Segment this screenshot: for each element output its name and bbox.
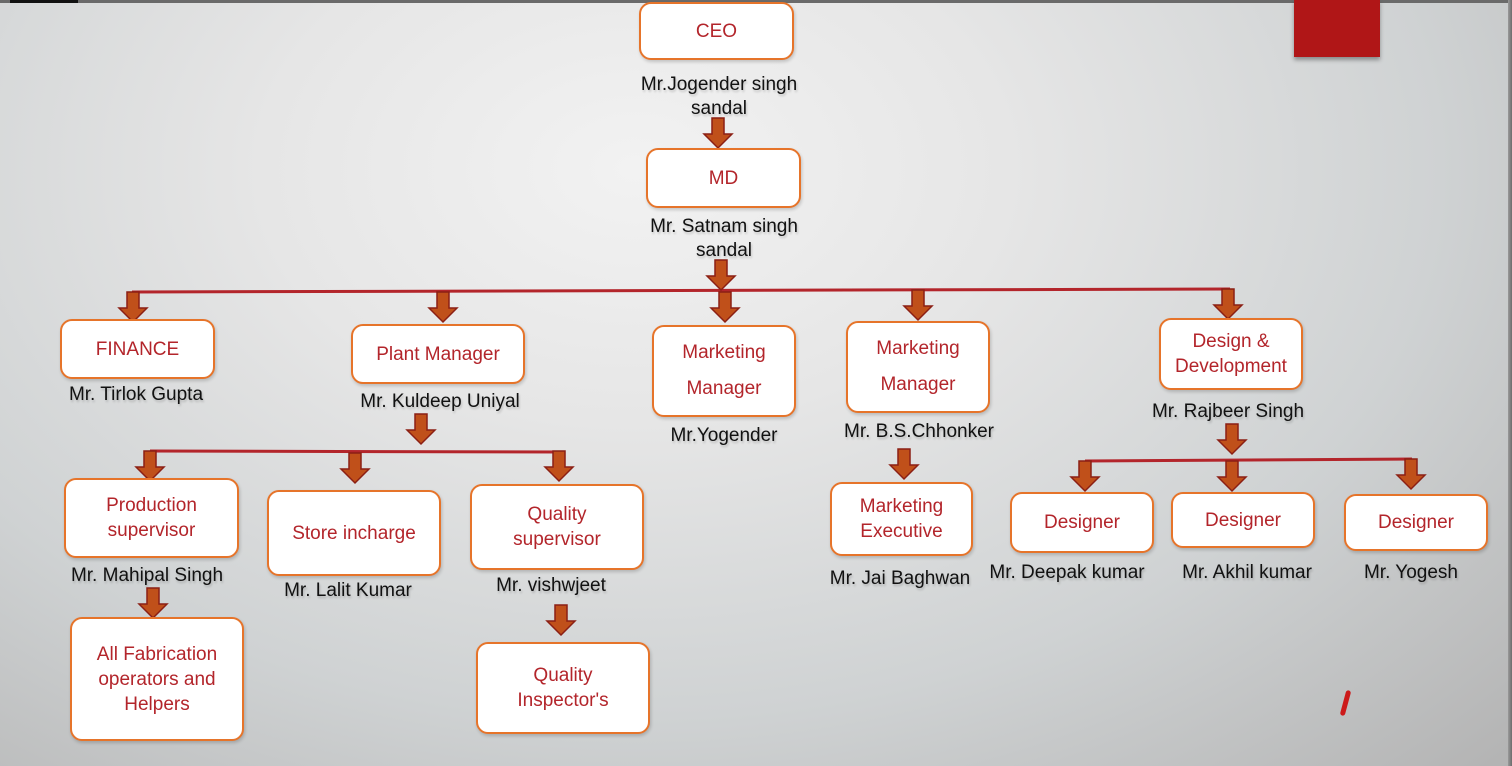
arrow-to-plant-manager-icon <box>427 291 459 324</box>
box-title: All Fabrication operators and Helpers <box>96 643 218 715</box>
org-box-ceo[interactable]: CEO <box>639 2 794 60</box>
slide-corner-tab <box>10 0 78 3</box>
org-box-finance[interactable]: FINANCE <box>60 319 215 379</box>
box-title: CEO <box>695 20 738 42</box>
box-title: Quality Inspector's <box>517 665 609 711</box>
arrow-to-fabrication-operators-icon <box>137 587 169 620</box>
org-box-design-development[interactable]: Design & Development <box>1159 318 1303 390</box>
org-box-designer-3[interactable]: Designer <box>1344 494 1488 551</box>
box-title: MD <box>708 167 739 189</box>
connector-line-departments <box>131 287 1231 294</box>
org-box-production-supervisor[interactable]: Production supervisor <box>64 478 239 558</box>
person-name-finance: Mr. Tirlok Gupta <box>68 384 204 405</box>
box-title: Marketing Manager <box>876 338 960 395</box>
person-name-production-supervisor: Mr. Mahipal Singh <box>70 565 224 586</box>
org-box-marketing-executive[interactable]: Marketing Executive <box>830 482 973 556</box>
red-stroke-mark <box>1339 689 1352 717</box>
person-name-design-development: Mr. Rajbeer Singh <box>1151 401 1305 422</box>
connector-line-plant <box>149 449 561 454</box>
person-name-marketing-manager-1: Mr.Yogender <box>670 425 778 446</box>
box-title: Quality supervisor <box>513 504 601 550</box>
person-name-ceo: Mr.Jogender singh sandal <box>640 74 798 119</box>
arrow-ceo-to-md-icon <box>702 117 734 150</box>
org-box-fabrication-operators[interactable]: All Fabrication operators and Helpers <box>70 617 244 741</box>
org-box-designer-1[interactable]: Designer <box>1010 492 1154 553</box>
arrow-design-down-icon <box>1216 423 1248 456</box>
org-box-quality-supervisor[interactable]: Quality supervisor <box>470 484 644 570</box>
arrow-to-designer-1-icon <box>1069 460 1101 493</box>
person-name-plant-manager: Mr. Kuldeep Uniyal <box>360 391 520 412</box>
arrow-md-to-departments-icon <box>705 259 737 292</box>
box-title: Designer <box>1204 509 1282 531</box>
person-name-store-incharge: Mr. Lalit Kumar <box>284 580 412 601</box>
person-name-designer-3: Mr. Yogesh <box>1363 562 1459 583</box>
box-title: Design & Development <box>1175 331 1287 377</box>
person-name-quality-supervisor: Mr. vishwjeet <box>496 575 606 596</box>
person-name-marketing-executive: Mr. Jai Baghwan <box>829 568 971 589</box>
org-box-md[interactable]: MD <box>646 148 801 208</box>
org-box-plant-manager[interactable]: Plant Manager <box>351 324 525 384</box>
box-title: Designer <box>1377 512 1455 533</box>
arrow-to-marketing-executive-icon <box>888 448 920 481</box>
arrow-to-finance-icon <box>117 291 149 324</box>
arrow-to-store-incharge-icon <box>339 452 371 485</box>
person-name-md: Mr. Satnam singh sandal <box>650 216 798 261</box>
org-box-quality-inspectors[interactable]: Quality Inspector's <box>476 642 650 734</box>
box-title: Marketing Manager <box>682 342 766 399</box>
box-title: Plant Manager <box>376 343 500 365</box>
slide-right-edge <box>1508 0 1512 766</box>
person-name-designer-2: Mr. Akhil kumar <box>1182 562 1312 583</box>
accent-red-block <box>1294 0 1380 57</box>
arrow-to-quality-supervisor-icon <box>543 450 575 483</box>
arrow-to-designer-3-icon <box>1395 458 1427 491</box>
arrow-to-designer-2-icon <box>1216 460 1248 493</box>
box-title: Production supervisor <box>106 495 197 541</box>
arrow-plant-manager-down-icon <box>405 413 437 446</box>
connector-line-design <box>1084 457 1413 463</box>
org-box-marketing-manager-1[interactable]: Marketing Manager <box>652 325 796 417</box>
org-box-marketing-manager-2[interactable]: Marketing Manager <box>846 321 990 413</box>
box-title: Store incharge <box>292 522 416 544</box>
arrow-to-marketing-manager-1-icon <box>709 291 741 324</box>
box-title: Designer <box>1043 512 1121 533</box>
org-box-store-incharge[interactable]: Store incharge <box>267 490 441 576</box>
arrow-to-production-supervisor-icon <box>134 450 166 483</box>
person-name-marketing-manager-2: Mr. B.S.Chhonker <box>844 421 994 442</box>
arrow-to-design-development-icon <box>1212 288 1244 321</box>
box-title: FINANCE <box>95 338 180 360</box>
arrow-to-marketing-manager-2-icon <box>902 289 934 322</box>
arrow-to-quality-inspectors-icon <box>545 604 577 637</box>
box-title: Marketing Executive <box>859 496 944 542</box>
person-name-designer-1: Mr. Deepak kumar <box>989 562 1145 583</box>
org-box-designer-2[interactable]: Designer <box>1171 492 1315 548</box>
slide-top-border <box>0 0 1512 3</box>
